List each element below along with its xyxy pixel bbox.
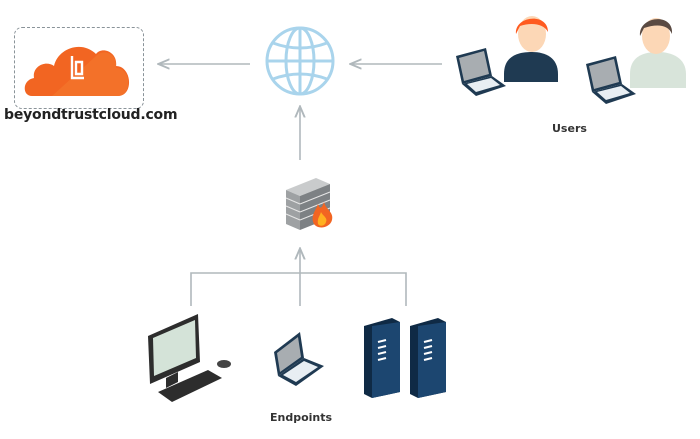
endpoints-label: Endpoints xyxy=(270,411,333,424)
beyondtrust-logo xyxy=(70,56,84,80)
globe-icon xyxy=(265,26,335,96)
laptop-icon xyxy=(274,332,324,386)
endpoint-bus xyxy=(190,272,407,306)
cloud-label: beyondtrustcloud.com xyxy=(4,107,178,123)
server-icon xyxy=(364,318,446,398)
user-2 xyxy=(586,18,686,104)
firewall-icon xyxy=(285,178,333,230)
desktop-icon xyxy=(148,314,231,402)
users-label: Users xyxy=(552,122,587,135)
cloud-icon xyxy=(24,46,130,96)
cloud-boundary xyxy=(14,27,144,109)
user-1 xyxy=(456,16,558,96)
laptop-icon xyxy=(586,56,636,104)
laptop-icon xyxy=(456,48,506,96)
